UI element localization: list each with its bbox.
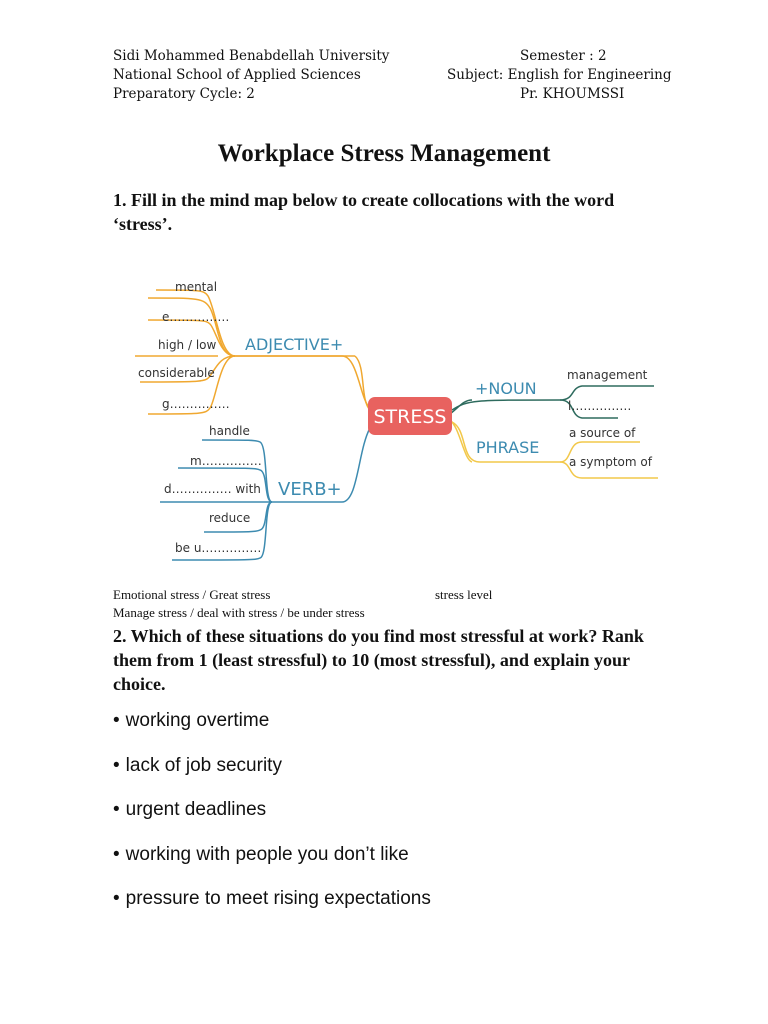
verb-item: be u……………	[175, 541, 261, 555]
question-1: 1. Fill in the mind map below to create …	[113, 190, 615, 234]
verb-item: reduce	[209, 511, 250, 525]
answer-line-2: Manage stress / deal with stress / be un…	[113, 605, 365, 620]
stress-center-node	[368, 397, 452, 435]
header-teacher: Pr. KHOUMSSI	[520, 86, 625, 102]
verb-branch	[160, 427, 371, 561]
list-item: •working overtime	[113, 710, 270, 731]
adjective-item: high / low	[158, 338, 217, 352]
list-item: •working with people you don’t like	[113, 843, 409, 865]
answer-line-1-right: stress level	[435, 587, 493, 602]
adjective-item: mental	[175, 280, 217, 294]
verb-items: handle m…………… d…………… with reduce be u…………	[164, 424, 262, 555]
list-item: •lack of job security	[113, 754, 282, 776]
phrase-items: a source of a symptom of	[569, 426, 653, 469]
adjective-items: mental e…………… high / low considerable g……	[138, 280, 230, 411]
phrase-item: a source of	[569, 426, 636, 440]
header-semester: Semester : 2	[520, 48, 607, 64]
noun-item: l……………	[568, 399, 631, 413]
verb-label: VERB+	[278, 479, 342, 500]
page-title: Workplace Stress Management	[217, 140, 551, 167]
verb-item: d…………… with	[164, 482, 261, 496]
adjective-item: e……………	[162, 310, 229, 324]
adjective-label: ADJECTIVE+	[245, 335, 343, 354]
answer-line-1-left: Emotional stress / Great stress	[113, 587, 271, 602]
verb-item: m……………	[190, 454, 262, 468]
adjective-item: considerable	[138, 366, 215, 380]
phrase-label: PHRASE	[476, 438, 539, 457]
question-2: 2. Which of these situations do you find…	[113, 626, 644, 694]
noun-label: +NOUN	[475, 379, 537, 398]
header-school: National School of Applied Sciences	[113, 67, 361, 83]
mind-map: STRESS ADJECTIVE+ VERB+ +NOUN PHRASE men…	[120, 250, 682, 586]
phrase-item: a symptom of	[569, 455, 653, 469]
list-item: •pressure to meet rising expectations	[113, 888, 431, 909]
header-cycle: Preparatory Cycle: 2	[113, 86, 255, 102]
adjective-branch	[135, 289, 371, 415]
situations-list: •working overtime •lack of job security …	[113, 708, 431, 931]
noun-item: management	[567, 368, 648, 382]
noun-branch	[451, 385, 654, 419]
header-university: Sidi Mohammed Benabdellah University	[113, 48, 390, 64]
verb-item: handle	[209, 424, 250, 438]
list-item: •urgent deadlines	[113, 799, 267, 820]
header-subject: Subject: English for Engineering	[447, 67, 672, 83]
stress-center-label: STRESS	[374, 406, 447, 428]
adjective-item: g……………	[162, 397, 230, 411]
noun-items: management l……………	[567, 368, 648, 413]
phrase-branch	[451, 421, 658, 479]
